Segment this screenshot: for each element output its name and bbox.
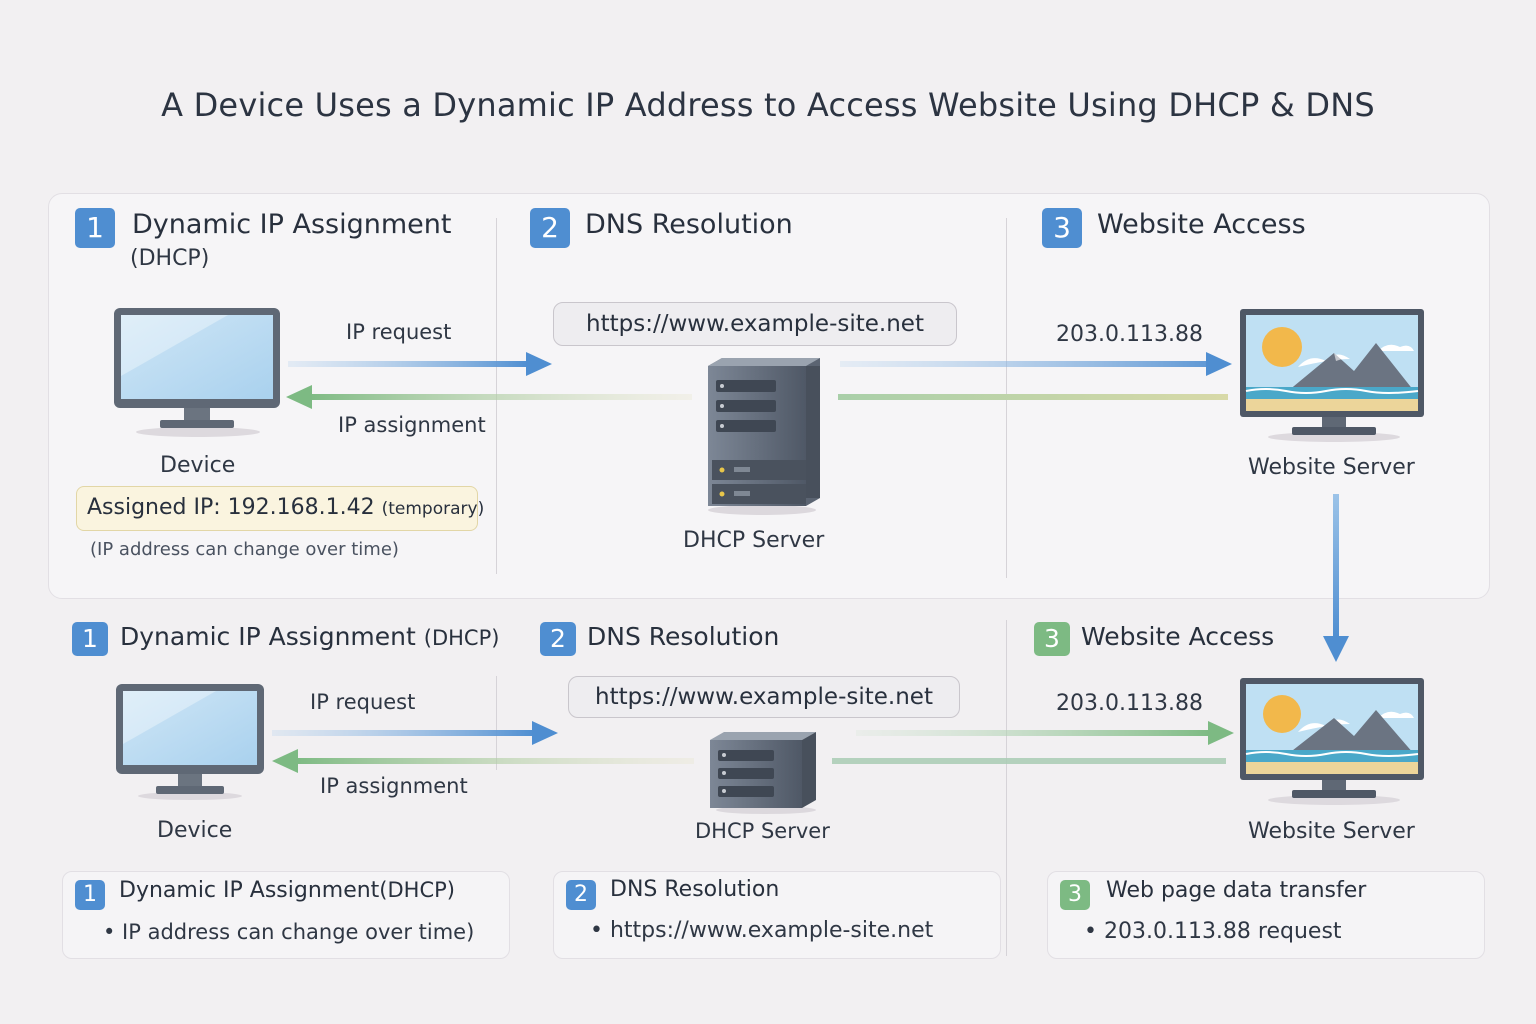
server-label: DHCP Server: [683, 528, 825, 553]
card-title-text: Dynamic IP Assignment: [119, 878, 380, 903]
step-2-header: 2: [530, 208, 570, 248]
card-item: • 203.0.113.88 request: [1084, 919, 1342, 944]
website-server-label: Website Server: [1248, 819, 1415, 844]
monitor-icon: [116, 684, 264, 800]
website-monitor-icon: [1240, 309, 1424, 442]
step-1-title: Dynamic IP Assignment (DHCP): [120, 622, 499, 651]
step-2-title: DNS Resolution: [585, 209, 793, 240]
step-3-header: 3: [1034, 622, 1070, 656]
website-ip-label: 203.0.113.88: [1056, 322, 1203, 347]
url-box: https://www.example-site.net: [568, 676, 960, 718]
url-box: https://www.example-site.net: [553, 302, 957, 346]
step-number-badge: 1: [75, 208, 115, 248]
card-item: • IP address can change over time): [103, 920, 475, 944]
step-number-badge: 2: [530, 208, 570, 248]
step-3-header: 3: [1042, 208, 1082, 248]
step-1-header: 1: [75, 208, 115, 248]
server-label: DHCP Server: [695, 819, 830, 843]
website-server-label: Website Server: [1248, 455, 1415, 480]
assigned-ip-value: Assigned IP: 192.168.1.42: [87, 495, 375, 520]
device-label: Device: [157, 818, 233, 843]
server-icon: [710, 732, 816, 814]
step-1-header: 1: [72, 622, 108, 656]
server-icon: [708, 358, 820, 515]
step-1-subtitle: (DHCP): [130, 246, 210, 271]
device-label: Device: [160, 453, 236, 478]
ip-request-arrow: [272, 721, 558, 745]
website-monitor-icon: [1240, 678, 1424, 805]
website-response-bar: [838, 394, 1228, 400]
website-request-arrow: [840, 352, 1232, 376]
card-title: DNS Resolution: [610, 877, 780, 902]
divider: [496, 676, 497, 770]
monitor-icon: [114, 308, 280, 437]
assigned-ip-note: (temporary): [381, 499, 485, 519]
step-number-badge: 3: [1034, 622, 1070, 656]
card-item: • https://www.example-site.net: [590, 918, 934, 943]
assigned-ip-box: Assigned IP: 192.168.1.42 (temporary): [76, 486, 484, 531]
ip-assignment-arrow: [286, 385, 692, 409]
step-number-badge: 2: [566, 880, 596, 910]
ip-assignment-label: IP assignment: [320, 774, 468, 798]
divider: [1006, 620, 1007, 956]
step-1-title: Dynamic IP Assignment: [132, 209, 452, 240]
ip-assignment-label: IP assignment: [338, 413, 486, 437]
down-arrow: [1323, 494, 1349, 662]
step-2-title: DNS Resolution: [587, 622, 780, 651]
step-2-header: 2: [540, 622, 576, 656]
website-response-bar: [832, 758, 1226, 764]
ip-request-label: IP request: [310, 690, 416, 714]
card-title: Dynamic IP Assignment(DHCP): [119, 878, 455, 903]
card-title-suffix: (DHCP): [379, 878, 455, 902]
ip-request-arrow: [288, 352, 552, 376]
step-3-title: Website Access: [1081, 622, 1275, 651]
card-title: Web page data transfer: [1106, 878, 1367, 903]
summary-card-2: 2 DNS Resolution • https://www.example-s…: [553, 871, 1001, 959]
summary-card-1: 1 Dynamic IP Assignment(DHCP) • IP addre…: [62, 871, 510, 959]
step-1-subtitle: (DHCP): [423, 626, 500, 650]
website-request-arrow: [856, 721, 1234, 745]
summary-card-3: 3 Web page data transfer • 203.0.113.88 …: [1047, 871, 1485, 959]
step-number-badge: 3: [1042, 208, 1082, 248]
step-number-badge: 2: [540, 622, 576, 656]
step-3-title: Website Access: [1097, 209, 1306, 240]
ip-change-note: (IP address can change over time): [90, 539, 399, 560]
website-ip-label: 203.0.113.88: [1056, 691, 1203, 716]
page-title: A Device Uses a Dynamic IP Address to Ac…: [161, 86, 1375, 124]
ip-assignment-arrow: [272, 749, 694, 773]
step-1-title-text: Dynamic IP Assignment: [120, 622, 416, 651]
step-number-badge: 1: [75, 880, 105, 910]
ip-request-label: IP request: [346, 320, 452, 344]
step-number-badge: 1: [72, 622, 108, 656]
step-number-badge: 3: [1060, 880, 1090, 910]
